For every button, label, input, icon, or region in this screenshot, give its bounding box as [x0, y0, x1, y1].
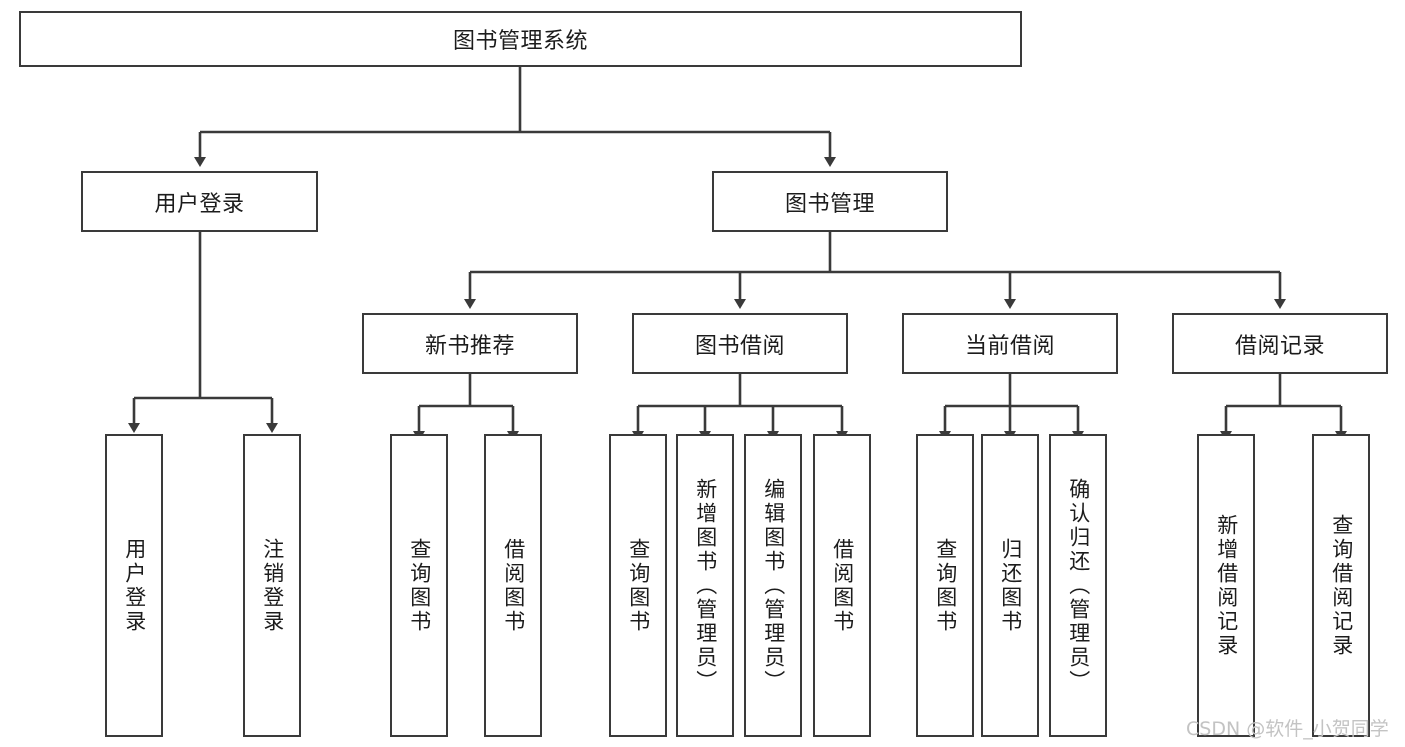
leaf-label: 借阅图书: [501, 537, 526, 634]
leaf-label: 注销登录: [260, 537, 285, 634]
leaf-borrow-query-book[interactable]: 查询图书: [609, 434, 667, 737]
leaf-current-query-book[interactable]: 查询图书: [916, 434, 974, 737]
leaf-label: 查询借阅记录: [1329, 513, 1354, 658]
leaf-label: 新增借阅记录: [1214, 513, 1239, 658]
leaf-label: 查询图书: [626, 537, 651, 634]
leaf-user-login-login[interactable]: 用户登录: [105, 434, 163, 737]
node-new-book-recommend-label: 新书推荐: [424, 333, 515, 359]
node-book-management-label: 图书管理: [784, 191, 875, 217]
node-borrow-record-label: 借阅记录: [1234, 333, 1325, 359]
node-user-login[interactable]: 用户登录: [81, 171, 318, 232]
leaf-user-login-logout[interactable]: 注销登录: [243, 434, 301, 737]
node-new-book-recommend[interactable]: 新书推荐: [362, 313, 578, 374]
leaf-label: 查询图书: [407, 537, 432, 634]
leaf-borrow-edit-book[interactable]: 编辑图书（管理员）: [744, 434, 802, 737]
node-borrow-record[interactable]: 借阅记录: [1172, 313, 1388, 374]
node-book-management[interactable]: 图书管理: [712, 171, 948, 232]
leaf-record-query[interactable]: 查询借阅记录: [1312, 434, 1370, 737]
leaf-label: 编辑图书（管理员）: [761, 477, 786, 694]
node-book-borrow[interactable]: 图书借阅: [632, 313, 848, 374]
node-root-label: 图书管理系统: [452, 29, 588, 54]
leaf-new-book-query[interactable]: 查询图书: [390, 434, 448, 737]
leaf-borrow-borrow-book[interactable]: 借阅图书: [813, 434, 871, 737]
node-current-borrow[interactable]: 当前借阅: [902, 313, 1118, 374]
leaf-label: 新增图书（管理员）: [693, 477, 718, 694]
leaf-label: 确认归还（管理员）: [1066, 477, 1091, 694]
watermark: CSDN @软件_小贺同学: [1186, 718, 1389, 740]
leaf-label: 用户登录: [122, 537, 147, 634]
leaf-borrow-add-book[interactable]: 新增图书（管理员）: [676, 434, 734, 737]
node-root[interactable]: 图书管理系统: [19, 11, 1022, 67]
leaf-label: 借阅图书: [830, 537, 855, 634]
leaf-label: 查询图书: [933, 537, 958, 634]
node-book-borrow-label: 图书借阅: [694, 333, 785, 359]
leaf-label: 归还图书: [998, 537, 1023, 634]
node-user-login-label: 用户登录: [154, 191, 245, 217]
leaf-current-return-book[interactable]: 归还图书: [981, 434, 1039, 737]
leaf-record-add[interactable]: 新增借阅记录: [1197, 434, 1255, 737]
leaf-new-book-borrow[interactable]: 借阅图书: [484, 434, 542, 737]
leaf-current-confirm-return[interactable]: 确认归还（管理员）: [1049, 434, 1107, 737]
node-current-borrow-label: 当前借阅: [964, 333, 1055, 359]
